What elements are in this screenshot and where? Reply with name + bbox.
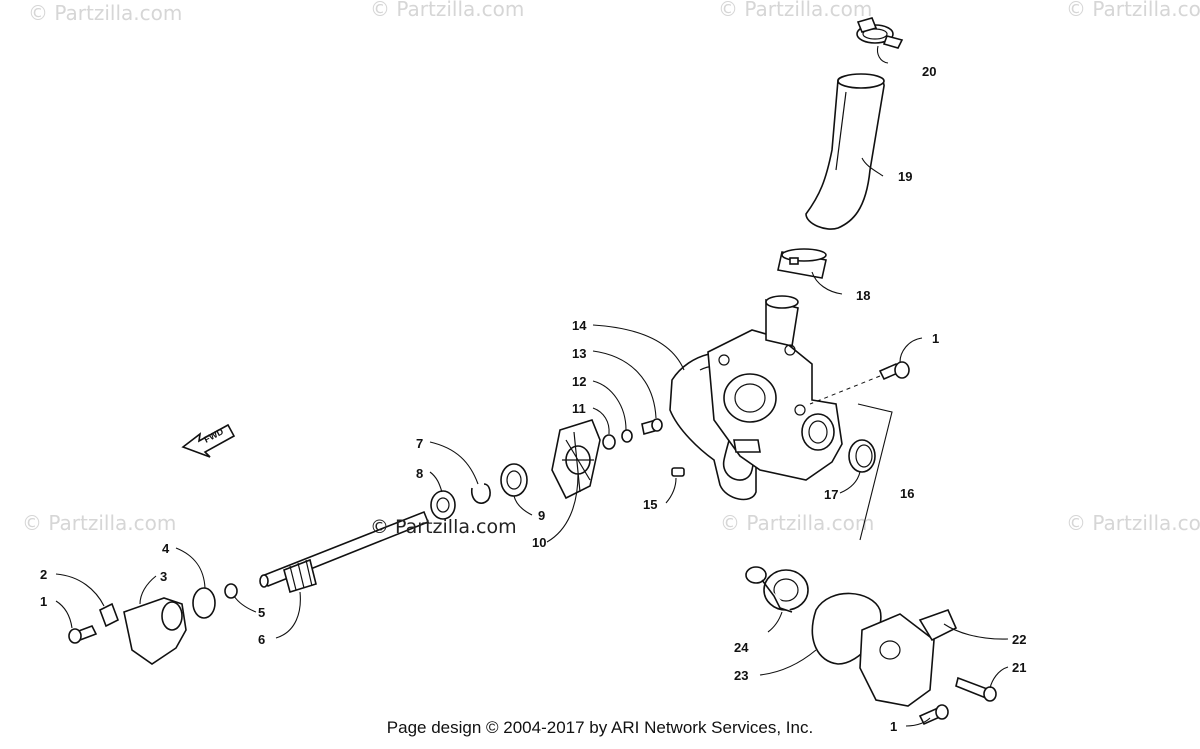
- part-1-bolt-thermostat: [918, 704, 949, 726]
- part-19-hose: [805, 73, 885, 230]
- callout-22: 22: [1012, 632, 1026, 647]
- callout-1-thermostat: 1: [890, 719, 897, 734]
- part-10-impeller: [551, 419, 601, 500]
- part-12-washer: [621, 429, 633, 443]
- part-7-snap-ring: [470, 483, 491, 504]
- callout-16: 16: [900, 486, 914, 501]
- watermark-top-center: © Partzilla.com: [370, 0, 524, 21]
- watermarks: © Partzilla.com © Partzilla.com © Partzi…: [22, 0, 1200, 535]
- callout-15: 15: [643, 497, 657, 512]
- part-21-bolt: [955, 676, 997, 702]
- page-footer: Page design © 2004-2017 by ARI Network S…: [386, 718, 814, 737]
- part-6-shaft: [259, 510, 430, 594]
- callout-1-housing: 1: [932, 331, 939, 346]
- part-22-thermostat-housing: [859, 608, 958, 707]
- callout-21: 21: [1012, 660, 1026, 675]
- callout-4: 4: [162, 541, 170, 556]
- callout-6: 6: [258, 632, 265, 647]
- callout-17: 17: [824, 487, 838, 502]
- part-1-bolt-housing: [809, 361, 910, 405]
- callout-10: 10: [532, 535, 546, 550]
- watermark-top-right: © Partzilla.com: [718, 0, 872, 21]
- callout-24: 24: [734, 640, 749, 655]
- part-24-thermostat: [745, 566, 809, 613]
- part-17-oring: [848, 439, 876, 473]
- part-20-clamp: [856, 17, 904, 49]
- watermark-mid-far-right: © Partzilla.com: [1066, 511, 1200, 535]
- part-16-pump-housing: [707, 295, 843, 481]
- part-9-seal: [500, 463, 528, 497]
- part-18-clamp: [777, 248, 827, 279]
- callout-8: 8: [416, 466, 423, 481]
- callout-numbers: 20 19 18 14 1 13 12 11 7 8 16 17 15 9 10…: [40, 64, 1026, 734]
- part-3-cover: [123, 597, 187, 665]
- callout-23: 23: [734, 668, 748, 683]
- callout-3: 3: [160, 569, 167, 584]
- part-4-oring: [192, 587, 216, 619]
- part-16-bracket-line: [857, 403, 893, 541]
- callout-20: 20: [922, 64, 936, 79]
- callout-1-cover: 1: [40, 594, 47, 609]
- watermark-top-left: © Partzilla.com: [28, 1, 182, 25]
- callout-18: 18: [856, 288, 870, 303]
- callout-5: 5: [258, 605, 265, 620]
- part-2-bracket: [98, 602, 120, 628]
- watermark-mid-right: © Partzilla.com: [720, 511, 874, 535]
- callout-19: 19: [898, 169, 912, 184]
- part-15-dowel: [671, 467, 685, 477]
- part-8-bearing: [430, 490, 456, 520]
- callout-13: 13: [572, 346, 586, 361]
- fwd-arrow-icon: FWD: [181, 423, 236, 458]
- callout-9: 9: [538, 508, 545, 523]
- part-13-bolt: [641, 418, 663, 436]
- part-11-washer: [602, 434, 616, 450]
- callout-12: 12: [572, 374, 586, 389]
- part-1-bolt-cover: [68, 624, 98, 644]
- center-watermark: © Partzilla.com: [370, 516, 517, 538]
- watermark-top-far-right: © Partzilla.com: [1066, 0, 1200, 21]
- part-5-washer: [224, 583, 238, 599]
- callout-11: 11: [572, 401, 586, 416]
- callout-14: 14: [572, 318, 587, 333]
- callout-2: 2: [40, 567, 47, 582]
- leader-lines: [55, 45, 1009, 727]
- watermark-mid-left: © Partzilla.com: [22, 511, 176, 535]
- callout-7: 7: [416, 436, 423, 451]
